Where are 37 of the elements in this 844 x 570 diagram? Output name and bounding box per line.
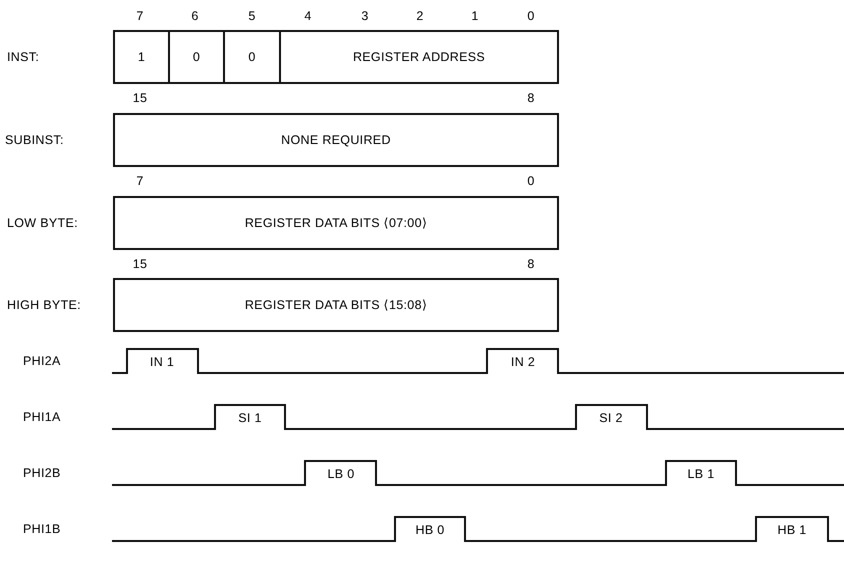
signal-name: PHI1B	[23, 522, 61, 536]
bit-field: 1	[113, 30, 170, 84]
signal-name: PHI2B	[23, 466, 61, 480]
pulse-label: SI 2	[599, 412, 623, 424]
signal-name: PHI1A	[23, 410, 61, 424]
bit-number: 0	[527, 174, 535, 188]
bit-number: 3	[361, 10, 369, 22]
pulse-label: LB 0	[328, 468, 354, 480]
pulse-label: SI 1	[238, 412, 262, 424]
pulse-label: HB 1	[777, 524, 807, 536]
signal-name: PHI2A	[23, 354, 61, 368]
bit-number: 15	[132, 92, 148, 104]
bit-number: 0	[527, 10, 535, 22]
bit-number: 1	[471, 10, 479, 22]
bit-field: NONE REQUIRED	[113, 113, 559, 167]
bit-field: REGISTER DATA BITS ⟨15:08⟩	[113, 278, 559, 332]
row-label: INST:	[7, 50, 40, 64]
bit-field: REGISTER DATA BITS ⟨07:00⟩	[113, 196, 559, 250]
bit-number: 7	[136, 174, 144, 188]
pulse-label: IN 1	[150, 356, 174, 368]
bit-number: 5	[248, 10, 256, 22]
bit-field: REGISTER ADDRESS	[279, 30, 559, 84]
bit-number: 4	[304, 10, 312, 22]
bit-field: 0	[168, 30, 225, 84]
row-label: SUBINST:	[5, 134, 64, 146]
bit-number: 6	[191, 10, 199, 22]
pulse-label: IN 2	[510, 356, 536, 368]
bit-number: 8	[527, 258, 535, 270]
bit-field: 0	[223, 30, 281, 84]
pulse-label: LB 1	[688, 468, 714, 480]
row-label: HIGH BYTE:	[7, 298, 81, 312]
bit-number: 15	[132, 258, 148, 270]
bit-number: 2	[416, 10, 424, 22]
pulse-label: HB 0	[415, 524, 445, 536]
row-label: LOW BYTE:	[7, 216, 78, 230]
bit-number: 7	[136, 10, 144, 22]
bit-number: 8	[527, 92, 535, 104]
